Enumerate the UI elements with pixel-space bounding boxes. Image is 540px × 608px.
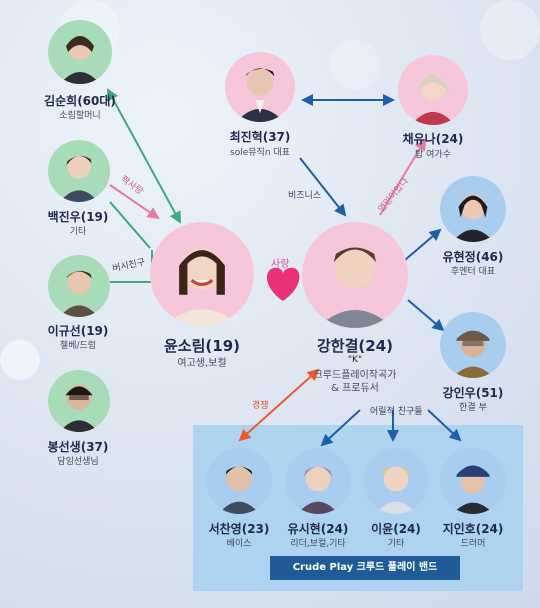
role-lee-gyuseon: 첼베/드럼 [59, 341, 97, 351]
name-yoon-sorim: 윤소림(19) [164, 337, 240, 355]
name-ji-inho: 지인호(24) [442, 522, 504, 536]
edge-friend-3 [427, 409, 462, 442]
avatar-seo-chanyoung [206, 448, 272, 514]
role-choi-jinhyuk: sole뮤직n 대표 [230, 148, 290, 158]
role-seo-chanyoung: 베이스 [226, 539, 252, 549]
bokeh-light [0, 340, 40, 380]
name-choi-jinhyuk: 최진혁(37) [229, 130, 291, 144]
label-love: 사랑 [271, 259, 290, 270]
avatar-lee-eon [363, 448, 429, 514]
name-lee-gyuseon: 이규선(19) [47, 324, 109, 338]
name-seo-chanyoung: 서찬영(23) [208, 522, 270, 536]
name-yoo-hyunjung: 유현정(46) [442, 250, 504, 264]
role-kim-sunhee: 소림할머니 [59, 111, 101, 121]
name-chae-yuna: 채유나(24) [402, 132, 464, 146]
avatar-ji-inho [440, 448, 506, 514]
name-baek-jinwoo: 백진우(19) [47, 210, 109, 224]
name-kim-sunhee: 김순희(60대) [44, 94, 116, 108]
label-business: 비즈니스 [288, 191, 322, 201]
name-lee-eon: 이윤(24) [371, 522, 421, 536]
edge-band-1 [109, 201, 151, 249]
edge-lovers [379, 138, 427, 216]
bokeh-light [480, 0, 540, 60]
role-yoo-sihyun: 리더,보컬,기타 [290, 539, 346, 549]
role-lee-eon: 기타 [387, 539, 405, 549]
bokeh-light [330, 40, 380, 90]
edge-father [407, 299, 445, 332]
edge-grandmother [107, 88, 181, 224]
avatar-choi-jinhyuk [225, 52, 295, 122]
label-rivalry: 경쟁 [252, 401, 269, 411]
avatar-kim-sunhee [48, 20, 112, 84]
avatar-yoo-hyunjung [440, 176, 506, 242]
nickname-kang-hangyeol: "K" [347, 355, 363, 365]
name-bong-teacher: 봉선생(37) [47, 440, 109, 454]
name-kang-hangyeol: 강한결(24) [317, 337, 393, 355]
avatar-yoon-sorim [150, 222, 254, 326]
avatar-kang-inwoo [440, 312, 506, 378]
role2-kang-hangyeol: & 프로듀서 [331, 383, 379, 394]
avatar-chae-yuna [398, 55, 468, 125]
role-bong-teacher: 담임선생님 [57, 457, 99, 467]
role-ji-inho: 드러머 [460, 539, 486, 549]
avatar-lee-gyuseon [48, 255, 110, 317]
heart-icon [267, 267, 300, 301]
edge-crush [109, 184, 160, 220]
avatar-baek-jinwoo [48, 140, 110, 202]
label-childhood-friends: 어릴적 친구들 [370, 407, 423, 417]
name-kang-inwoo: 강인우(51) [442, 386, 504, 400]
edge-business [299, 157, 347, 217]
edge-ceo [404, 228, 442, 261]
avatar-bong-teacher [48, 370, 110, 432]
role-chae-yuna: 탑 여가수 [415, 150, 451, 160]
role-kang-hangyeol: 크루드플레이작곡가 [313, 370, 397, 381]
role-baek-jinwoo: 기타 [69, 227, 87, 237]
avatar-kang-hangyeol [302, 222, 408, 328]
role-yoon-sorim: 여고생,보컬 [177, 358, 227, 369]
edge-friend-1 [320, 409, 361, 447]
role-yoo-hyunjung: 후엔터 대표 [450, 267, 496, 277]
edge-rival [238, 368, 320, 442]
band-name-label: Crude Play 크루드 플레이 밴드 [270, 556, 460, 580]
name-yoo-sihyun: 유시현(24) [287, 522, 349, 536]
role-kang-inwoo: 한결 부 [459, 403, 487, 413]
avatar-yoo-sihyun [285, 448, 351, 514]
